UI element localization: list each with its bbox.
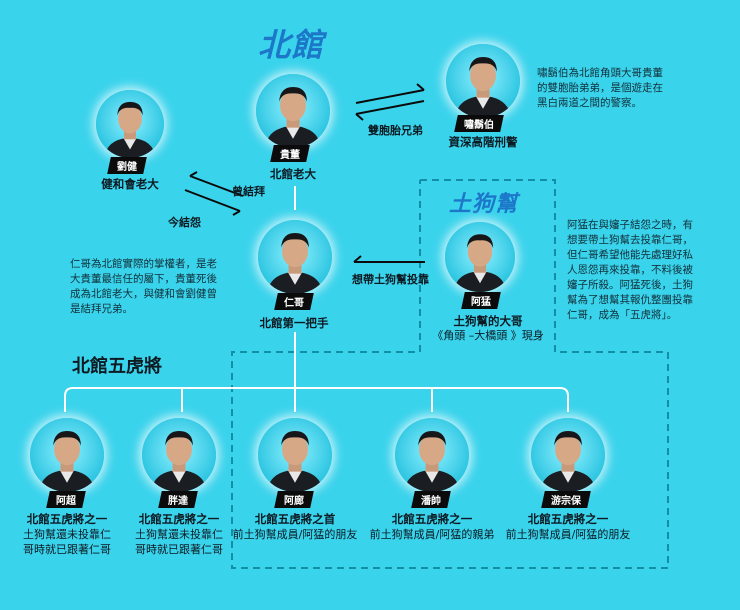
avatar-a-chao <box>30 418 104 492</box>
avatar-liu-jian <box>96 90 164 158</box>
sub-a-meng: 《角頭 –大橋頭 》現身 <box>432 329 544 342</box>
relation-sworn: 曾結拜 <box>232 185 265 198</box>
sub-a-chao: 土狗幫還未投靠仁 哥時就已跟著仁哥 <box>23 528 111 556</box>
name-tag-pan-shuai: 潘帥 <box>411 491 451 508</box>
name-tag-a-meng: 阿猛 <box>461 292 501 309</box>
sub-pang-da: 土狗幫還未投靠仁 哥時就已跟著仁哥 <box>135 528 223 556</box>
avatar-gui-dong <box>256 74 330 148</box>
earth-dog-gang-dashed-box <box>231 179 669 569</box>
twin-arrow-left <box>355 100 425 115</box>
caption-pang-da: 北館五虎將之一 <box>138 512 220 526</box>
avatar-ren-ge <box>258 220 332 294</box>
caption-ren-ge: 北館第一把手 <box>259 316 329 330</box>
name-tag-xiao-mo-bo: 嘯鬍伯 <box>454 115 504 132</box>
five-tigers-heading: 北館五虎將 <box>72 356 162 377</box>
note-xiao-mo-bo: 嘯鬍伯為北館角頭大哥貴董 的雙胞胎弟弟，是個遊走在 黑白兩道之間的警察。 <box>537 67 663 109</box>
name-tag-pang-da: 胖達 <box>158 491 198 508</box>
avatar-pan-shuai <box>395 418 469 492</box>
name-tag-you-zong-bao: 游宗保 <box>541 491 591 508</box>
caption-you-zong-bao: 北館五虎將之一 <box>527 512 609 526</box>
tree-horizontal-branch <box>64 387 569 412</box>
caption-a-de: 北館五虎將之首 <box>254 512 336 526</box>
sub-pan-shuai: 前土狗幫成員/阿猛的親弟 <box>369 528 495 541</box>
relation-twins: 雙胞胎兄弟 <box>368 124 423 137</box>
name-tag-a-de: 阿廊 <box>274 491 314 508</box>
note-ren-ge: 仁哥為北館實際的掌權者，是老 大貴董最信任的屬下，貴董死後 成為北館老大，與健和… <box>70 258 217 315</box>
name-tag-gui-dong: 貴董 <box>270 145 310 162</box>
twin-arrow-right <box>355 89 425 104</box>
relation-now-enemy: 今結怨 <box>168 216 201 229</box>
sub-a-de: 前土狗幫成員/阿猛的朋友 <box>232 528 358 541</box>
caption-liu-jian: 健和會老大 <box>101 177 159 191</box>
caption-a-meng: 土狗幫的大哥 <box>453 314 523 328</box>
name-tag-ren-ge: 仁哥 <box>274 293 314 310</box>
enemy-arrow <box>184 189 241 212</box>
caption-xiao-mo-bo: 資深高階刑警 <box>448 135 518 149</box>
name-tag-a-chao: 阿超 <box>46 491 86 508</box>
north-hall-heading: 北館 <box>258 26 325 64</box>
name-tag-liu-jian: 劉健 <box>107 157 147 174</box>
caption-a-chao: 北館五虎將之一 <box>26 512 108 526</box>
earth-dog-gang-heading: 土狗幫 <box>449 192 519 217</box>
avatar-pang-da <box>142 418 216 492</box>
avatar-a-meng <box>445 222 515 292</box>
note-a-meng: 阿猛在與嬸子結怨之時，有 想要帶土狗幫去投靠仁哥， 但仁哥希望他能先處理好私 人… <box>567 219 693 321</box>
sworn-arrow <box>189 175 244 197</box>
sub-you-zong-bao: 前土狗幫成員/阿猛的朋友 <box>505 528 631 541</box>
avatar-xiao-mo-bo <box>446 44 520 118</box>
avatar-you-zong-bao <box>531 418 605 492</box>
caption-gui-dong: 北館老大 <box>270 167 316 181</box>
caption-pan-shuai: 北館五虎將之一 <box>391 512 473 526</box>
avatar-a-de <box>258 418 332 492</box>
relation-bring-gang: 想帶土狗幫投靠 <box>352 273 429 286</box>
